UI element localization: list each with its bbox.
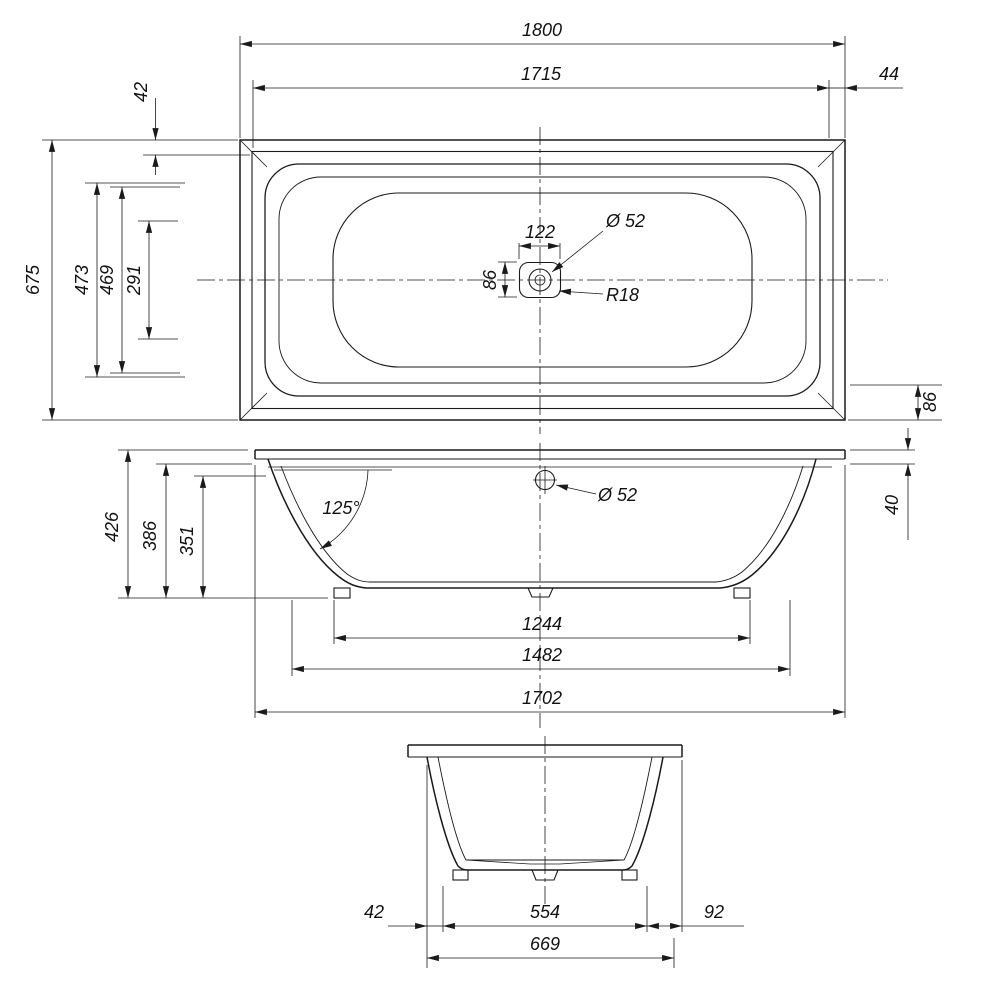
end-view: 42 554 92 669 — [364, 736, 744, 968]
dim-inner-height: 386 — [140, 520, 160, 551]
dim-drain-diameter: Ø 52 — [605, 211, 645, 231]
overflow-hole — [533, 466, 557, 494]
dim-rim-height: 40 — [882, 495, 902, 515]
dim-body-length: 1702 — [522, 688, 562, 708]
dim-overall-width: 675 — [23, 264, 43, 295]
end-view-dimensions: 42 554 92 669 — [364, 760, 744, 968]
dim-bottom-width: 554 — [530, 902, 560, 922]
dim-drain-cutout-length: 122 — [525, 222, 555, 242]
side-view: 125° Ø 52 40 426 386 351 — [102, 428, 915, 728]
dim-wall-angle: 125° — [322, 498, 359, 518]
dim-overall-length: 1800 — [522, 20, 562, 40]
dim-left-offset: 42 — [364, 902, 384, 922]
dim-right-offset: 92 — [704, 902, 724, 922]
top-view-centerlines — [197, 127, 888, 434]
side-view-outline — [254, 449, 846, 599]
dim-basin-depth: 351 — [177, 526, 197, 556]
dim-bottom-length: 1244 — [522, 614, 562, 634]
dim-rim-top-width: 42 — [131, 82, 151, 102]
top-view: 1800 1715 44 42 675 473 — [23, 20, 942, 434]
dim-basin-inner-width: 469 — [97, 265, 117, 295]
dim-corner-radius: R18 — [606, 285, 639, 305]
top-view-dimensions: 1800 1715 44 42 675 473 — [23, 20, 942, 421]
dim-inner-length: 1715 — [521, 64, 562, 84]
dim-rim-bottom-offset: 86 — [920, 391, 940, 412]
dim-bottom-flat-width: 291 — [124, 265, 144, 296]
side-view-dimensions: 125° Ø 52 40 426 386 351 — [102, 428, 915, 718]
dim-overflow-diameter: Ø 52 — [597, 485, 637, 505]
dim-mid-length: 1482 — [522, 645, 562, 665]
dim-basin-width: 473 — [72, 265, 92, 295]
dim-rim-edge-offset: 44 — [879, 64, 899, 84]
dim-overall-height: 426 — [102, 511, 122, 542]
dim-base-width: 669 — [530, 934, 560, 954]
dim-drain-cutout-height: 86 — [480, 269, 500, 290]
